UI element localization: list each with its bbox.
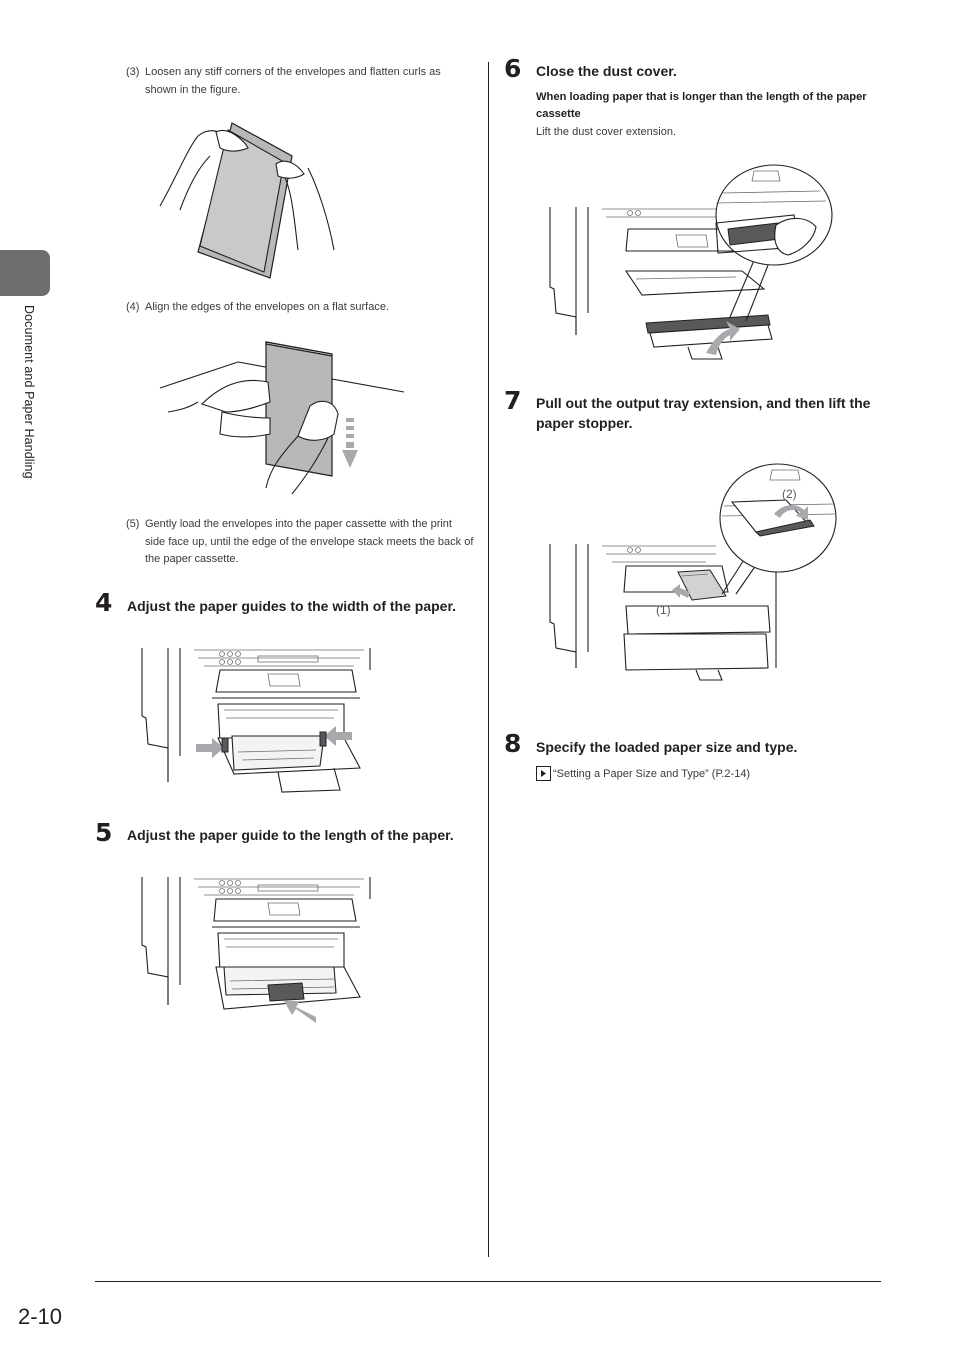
substep-text: Gently load the envelopes into the paper… — [145, 518, 474, 565]
substep-3: (3) Loosen any stiff corners of the enve… — [126, 64, 466, 99]
flex-envelopes-illustration — [159, 122, 335, 279]
dust-cover-extension-illustration — [549, 164, 833, 360]
output-tray-illustration: (1) (2) — [549, 463, 837, 681]
side-tab-label: Document and Paper Handling — [22, 305, 36, 479]
reference-link[interactable]: “Setting a Paper Size and Type” (P.2-14) — [536, 766, 750, 781]
step-number-8: 8 — [504, 729, 522, 758]
printer-width-guides-illustration — [141, 648, 371, 793]
step-title-5: Adjust the paper guide to the length of … — [127, 827, 454, 843]
callout-2: (2) — [782, 487, 797, 501]
substep-number: (3) — [126, 66, 140, 78]
substep-5: (5) Gently load the envelopes into the p… — [126, 516, 474, 569]
step-title-6: Close the dust cover. — [536, 63, 677, 79]
step-number-7: 7 — [504, 386, 522, 415]
step-number-5: 5 — [95, 818, 113, 847]
callout-1: (1) — [656, 603, 671, 617]
note-title: When loading paper that is longer than t… — [536, 91, 867, 120]
align-envelopes-illustration — [159, 341, 405, 495]
arrow-right-icon — [536, 766, 551, 781]
note-text: Lift the dust cover extension. — [536, 126, 677, 138]
step-number-4: 4 — [95, 588, 113, 617]
step-title-7: Pull out the output tray extension, and … — [536, 395, 871, 431]
printer-length-guide-illustration — [141, 877, 371, 1023]
substep-text: Align the edges of the envelopes on a fl… — [145, 301, 389, 313]
footer-rule — [95, 1281, 881, 1282]
substep-number: (5) — [126, 518, 140, 530]
substep-text: Loosen any stiff corners of the envelope… — [145, 66, 441, 96]
page-number: 2-10 — [18, 1304, 63, 1329]
step-title-8: Specify the loaded paper size and type. — [536, 739, 798, 755]
side-tab — [0, 250, 50, 296]
substep-4: (4) Align the edges of the envelopes on … — [126, 299, 466, 317]
step-title-4: Adjust the paper guides to the width of … — [127, 598, 457, 614]
reference-link-text: “Setting a Paper Size and Type” (P.2-14) — [553, 767, 751, 780]
substep-number: (4) — [126, 301, 140, 313]
column-divider — [488, 62, 489, 1257]
step-number-6: 6 — [504, 54, 522, 83]
